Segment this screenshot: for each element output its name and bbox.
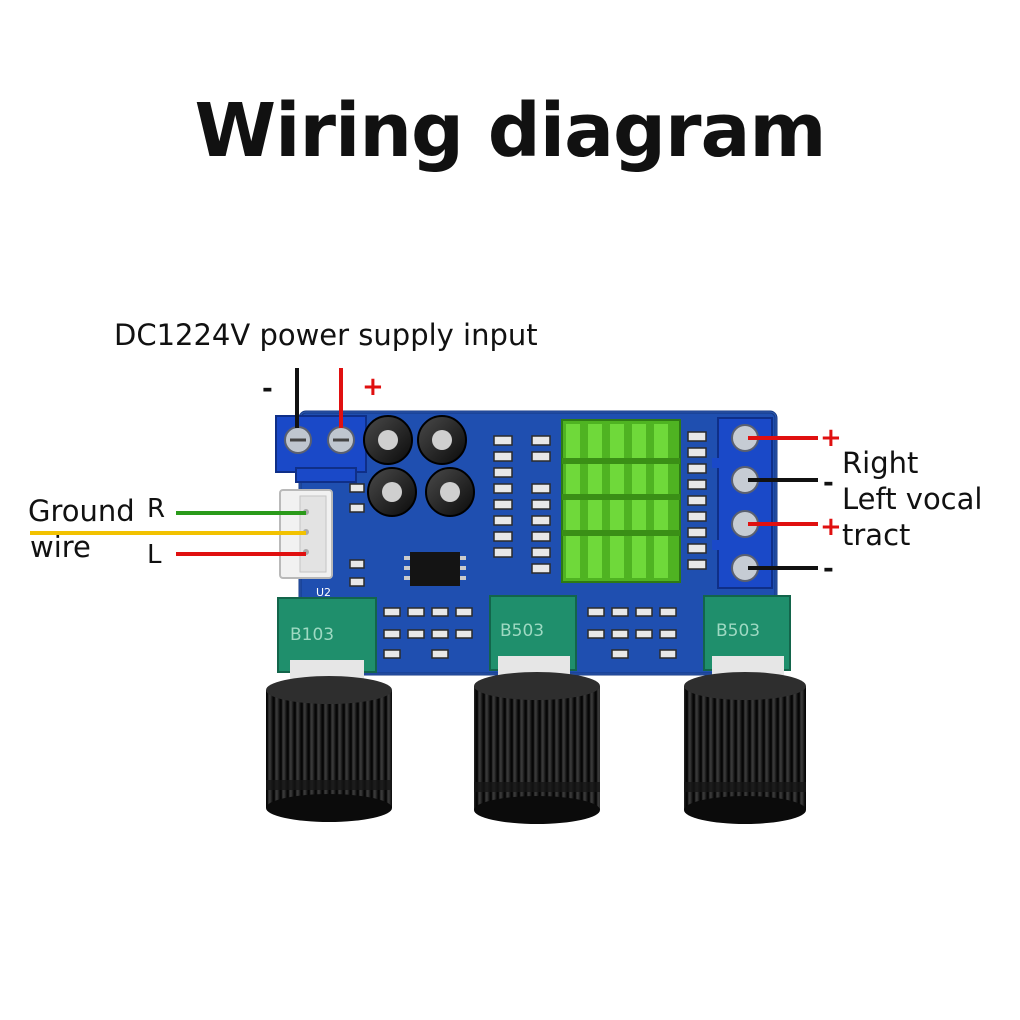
output-left-minus-sign: - [823, 554, 834, 584]
capacitors [363, 415, 475, 517]
power-terminal-block [275, 415, 367, 483]
potentiometer-3: B503 [703, 595, 791, 684]
channel-r-label: R [147, 494, 166, 524]
knob-3 [684, 672, 806, 824]
tract-label: tract [842, 518, 911, 552]
potentiometer-2: B503 [489, 595, 577, 684]
page-title: Wiring diagram [194, 88, 826, 174]
pot-2-marking: B503 [500, 621, 544, 641]
output-left-plus-sign: + [820, 512, 842, 542]
output-right-minus-sign: - [823, 468, 834, 498]
ic-chip [404, 552, 466, 586]
heatsink [561, 419, 681, 583]
pot-1-marking: B103 [290, 625, 334, 645]
output-terminal-block [712, 417, 773, 589]
smd-components [349, 431, 707, 659]
potentiometer-1: B103 [277, 597, 377, 686]
output-right-plus-sign: + [820, 423, 842, 453]
channel-l-label: L [147, 540, 162, 570]
knob-1 [266, 676, 392, 822]
power-minus-sign: - [262, 374, 273, 404]
power-input-label: DC1224V power supply input [114, 318, 538, 352]
knob-2 [474, 672, 600, 824]
pot-3-marking: B503 [716, 621, 760, 641]
right-channel-label: Right [842, 446, 919, 480]
power-plus-sign: + [362, 372, 384, 402]
ground-label-line2: wire [30, 530, 91, 564]
board-marking-u2: U2 [316, 586, 331, 599]
left-vocal-label: Left vocal [842, 482, 983, 516]
ground-label-line1: Ground [28, 494, 135, 528]
